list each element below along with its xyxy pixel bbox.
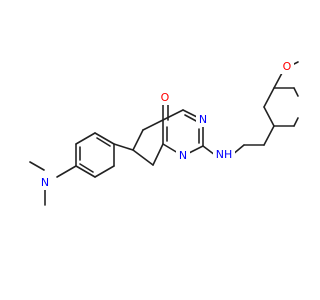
amine-nh-atom: NH — [213, 148, 235, 162]
pyrimidine-n1-atom: N — [176, 149, 190, 163]
methoxy-oxygen-label: O — [283, 60, 292, 73]
bond — [132, 149, 154, 166]
bonds — [29, 61, 299, 206]
bond — [94, 165, 115, 178]
bond — [293, 87, 299, 97]
bond — [152, 143, 164, 166]
bond — [94, 132, 115, 145]
bond — [75, 165, 96, 178]
atom-labels: O N N NH O N — [38, 60, 294, 190]
bond — [56, 165, 77, 178]
pyrimidine-n3-atom: N — [196, 113, 210, 127]
bond — [162, 109, 184, 121]
bond — [113, 143, 134, 151]
methoxy-oxygen-atom: O — [280, 60, 294, 74]
bond — [29, 161, 45, 171]
pyrimidine-n3-label: N — [199, 113, 207, 126]
bond — [142, 119, 164, 131]
bond — [263, 87, 275, 108]
pyrimidine-n1-label: N — [179, 149, 187, 162]
bond — [273, 72, 283, 89]
ketone-oxygen-label: O — [161, 91, 170, 104]
bond — [132, 129, 144, 151]
ketone-oxygen-atom: O — [158, 91, 172, 105]
bond — [263, 106, 275, 127]
dimethylamino-nitrogen-label: N — [41, 176, 49, 189]
amine-nh-label: NH — [216, 148, 233, 161]
bond — [75, 132, 96, 145]
bond — [79, 163, 94, 173]
bond — [263, 125, 275, 146]
chemical-structure: O N N NH O N — [29, 60, 299, 206]
bond — [96, 137, 111, 147]
dimethylamino-nitrogen-atom: N — [38, 176, 52, 190]
bond — [293, 117, 299, 127]
bond — [184, 114, 199, 123]
